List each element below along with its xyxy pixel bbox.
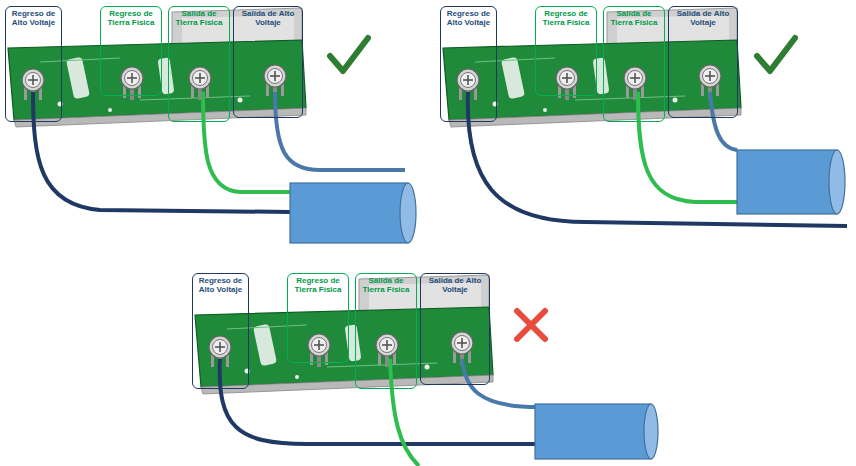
terminal-label-box: Regreso de Alto Voltaje	[192, 273, 249, 389]
terminal-label: Regreso de Alto Voltaje	[6, 7, 61, 28]
wiring-panel	[443, 8, 847, 226]
terminal-label: Salida de Tierra Física	[169, 7, 229, 28]
terminal-label-box: Salida de Alto Voltaje	[668, 6, 738, 118]
wire	[390, 359, 419, 466]
terminal-label-box: Regreso de Tierra Física	[100, 6, 162, 96]
terminal-label-box: Regreso de Tierra Física	[535, 6, 597, 96]
wiring-panel	[195, 275, 658, 466]
wire	[462, 359, 537, 407]
terminal-label-box: Regreso de Alto Voltaje	[5, 6, 62, 122]
terminal-label-box: Regreso de Alto Voltaje	[440, 6, 497, 122]
terminal-label: Regreso de Alto Voltaje	[193, 274, 248, 295]
cylinder	[535, 404, 658, 459]
wire	[275, 92, 405, 170]
cylinder	[737, 150, 845, 214]
check-mark	[757, 38, 795, 71]
terminal-label-box: Salida de Tierra Física	[603, 6, 665, 122]
terminal-label: Regreso de Alto Voltaje	[441, 7, 496, 28]
wire	[710, 92, 737, 150]
wiring-panel	[8, 8, 416, 243]
cylinder	[290, 183, 416, 243]
terminal-label-box: Salida de Alto Voltaje	[420, 273, 490, 385]
terminal-label: Salida de Alto Voltaje	[234, 7, 302, 28]
wire	[220, 359, 539, 444]
terminal-label-box: Regreso de Tierra Física	[287, 273, 349, 363]
terminal-label: Salida de Alto Voltaje	[421, 274, 489, 295]
wire	[638, 92, 740, 202]
terminal-label: Salida de Alto Voltaje	[669, 7, 737, 28]
terminal-label-box: Salida de Tierra Física	[355, 273, 417, 389]
terminal-label: Regreso de Tierra Física	[288, 274, 348, 295]
terminal-label-box: Salida de Alto Voltaje	[233, 6, 303, 118]
terminal-label-box: Salida de Tierra Física	[168, 6, 230, 122]
terminal-label: Regreso de Tierra Física	[536, 7, 596, 28]
cross-mark	[517, 311, 545, 339]
terminal-label: Salida de Tierra Física	[356, 274, 416, 295]
check-mark	[330, 38, 368, 71]
terminal-label: Regreso de Tierra Física	[101, 7, 161, 28]
wire	[468, 92, 847, 226]
terminal-label: Salida de Tierra Física	[604, 7, 664, 28]
